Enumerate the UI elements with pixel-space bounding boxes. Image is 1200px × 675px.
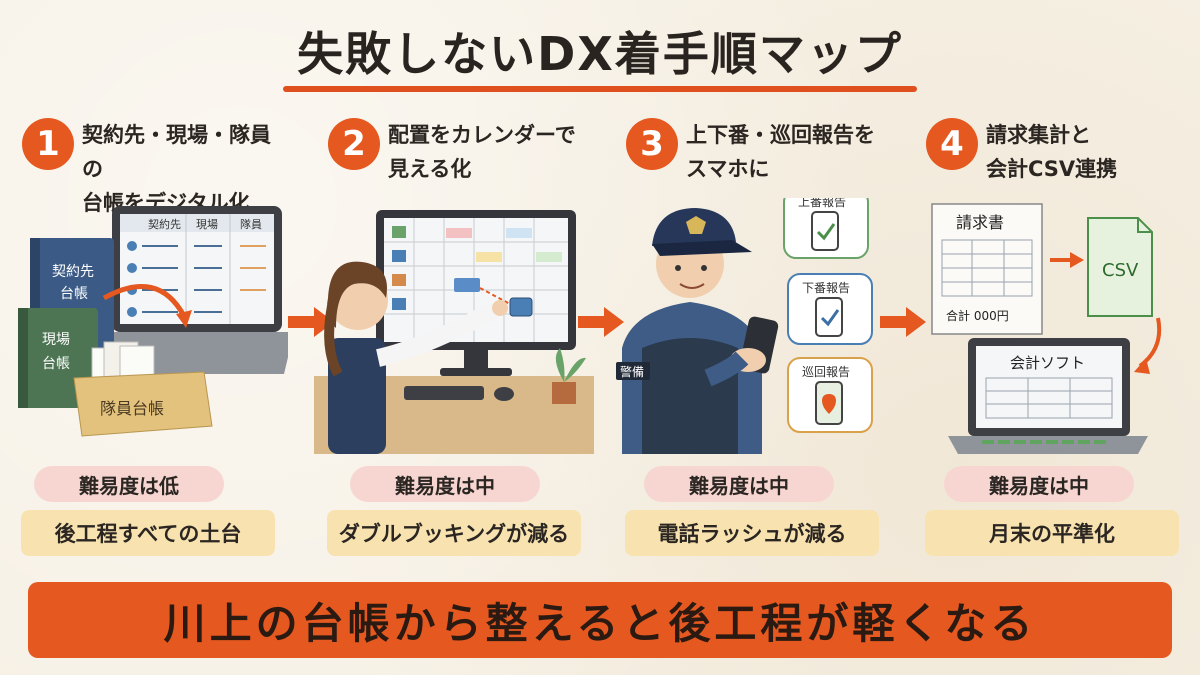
step-title-line: 上下番・巡回報告を bbox=[686, 123, 875, 147]
step-number: 1 bbox=[22, 118, 74, 170]
staff-ledger-box bbox=[73, 371, 213, 437]
csv-file bbox=[1087, 217, 1153, 317]
shift-block bbox=[454, 278, 480, 292]
calendar-illustration bbox=[314, 210, 594, 454]
step-title: 上下番・巡回報告を スマホに bbox=[686, 118, 892, 186]
difficulty-badge: 難易度は中 bbox=[644, 466, 834, 502]
check-icon bbox=[820, 309, 840, 327]
map-pin-icon bbox=[822, 394, 836, 414]
effect-label: 電話ラッシュが減る bbox=[625, 510, 879, 556]
step-title-line: 配置をカレンダーで bbox=[388, 123, 576, 147]
step-title-line: 契約先・現場・隊員の bbox=[82, 123, 271, 181]
summary-banner: 川上の台帳から整えると後工程が軽くなる bbox=[28, 582, 1172, 658]
cap-badge-icon bbox=[686, 216, 706, 234]
step-title-line: 請求集計と bbox=[986, 123, 1091, 147]
title-underline bbox=[283, 86, 917, 92]
migrate-arrow bbox=[102, 283, 187, 318]
invoice-title: 請求書 bbox=[956, 213, 1004, 232]
csv-label: CSV bbox=[1102, 260, 1139, 281]
laptop-base bbox=[948, 436, 1148, 454]
step-title-line: 見える化 bbox=[388, 157, 472, 181]
step-number: 3 bbox=[626, 118, 678, 170]
step-title: 請求集計と 会計CSV連携 bbox=[986, 118, 1192, 186]
step-title-line: スマホに bbox=[686, 157, 770, 181]
guard-vest bbox=[642, 338, 738, 454]
report-bubble-start: 上番報告 bbox=[783, 198, 869, 259]
check-icon bbox=[816, 223, 836, 241]
step-1-header: 1 契約先・現場・隊員の 台帳をデジタル化 bbox=[8, 112, 288, 215]
step-3-header: 3 上下番・巡回報告を スマホに bbox=[612, 112, 892, 192]
ledger-illustration: 契約先 現場 隊員 契約先 台帳 現場 台帳 隊員台帳 bbox=[18, 206, 288, 437]
step-number: 4 bbox=[926, 118, 978, 170]
accounting-illustration: 請求書 合計 000円 CSV 会計ソフト bbox=[931, 203, 1162, 454]
report-label: 上番報告 bbox=[798, 198, 846, 209]
software-label: 会計ソフト bbox=[1010, 354, 1085, 372]
report-label: 巡回報告 bbox=[802, 365, 850, 379]
step-3: 3 上下番・巡回報告を スマホに 警備 上番報告 下番報告 bbox=[612, 112, 892, 572]
woman-body bbox=[328, 338, 386, 454]
effect-label: ダブルブッキングが減る bbox=[327, 510, 581, 556]
effect-label: 月末の平準化 bbox=[925, 510, 1179, 556]
step-title-line: 会計CSV連携 bbox=[986, 157, 1118, 181]
book-label: 現場 bbox=[42, 332, 70, 348]
arrow-right-icon bbox=[578, 307, 624, 337]
page-title: 失敗しないDX着手順マップ bbox=[297, 27, 903, 81]
box-label: 隊員台帳 bbox=[100, 399, 164, 418]
arrow-right-icon bbox=[880, 307, 926, 337]
report-bubble-end: 下番報告 bbox=[787, 273, 873, 345]
step-4: 4 請求集計と 会計CSV連携 請求書 合計 000円 CSV 会計ソフト bbox=[912, 112, 1192, 572]
arrow-right-icon bbox=[288, 307, 334, 337]
table-header: 契約先 bbox=[148, 217, 181, 231]
step-number: 2 bbox=[328, 118, 380, 170]
book-label: 台帳 bbox=[60, 286, 88, 302]
guard-illustration: 警備 上番報告 下番報告 巡回報告 bbox=[616, 198, 873, 454]
step-title: 配置をカレンダーで 見える化 bbox=[388, 118, 594, 186]
difficulty-badge: 難易度は中 bbox=[944, 466, 1134, 502]
book-label: 契約先 bbox=[52, 264, 94, 280]
step-2-header: 2 配置をカレンダーで 見える化 bbox=[314, 112, 594, 192]
table-header: 隊員 bbox=[240, 217, 262, 231]
dragged-shift bbox=[509, 297, 533, 317]
report-bubble-patrol: 巡回報告 bbox=[787, 357, 873, 433]
mouse bbox=[494, 387, 514, 401]
keyboard bbox=[404, 386, 484, 400]
vest-badge: 警備 bbox=[620, 364, 644, 379]
step-1: 1 契約先・現場・隊員の 台帳をデジタル化 契約先 現場 隊員 契約先 台帳 現… bbox=[8, 112, 288, 572]
difficulty-badge: 難易度は低 bbox=[34, 466, 224, 502]
effect-label: 後工程すべての土台 bbox=[21, 510, 275, 556]
report-label: 下番報告 bbox=[802, 281, 850, 295]
book-label: 台帳 bbox=[42, 356, 70, 372]
accounting-screen bbox=[976, 346, 1122, 428]
table-header: 現場 bbox=[196, 218, 218, 231]
step-2: 2 配置をカレンダーで 見える化 bbox=[314, 112, 594, 572]
difficulty-badge: 難易度は中 bbox=[350, 466, 540, 502]
invoice-document bbox=[931, 203, 1043, 335]
step-4-header: 4 請求集計と 会計CSV連携 bbox=[912, 112, 1192, 192]
invoice-total: 合計 000円 bbox=[946, 308, 1009, 323]
